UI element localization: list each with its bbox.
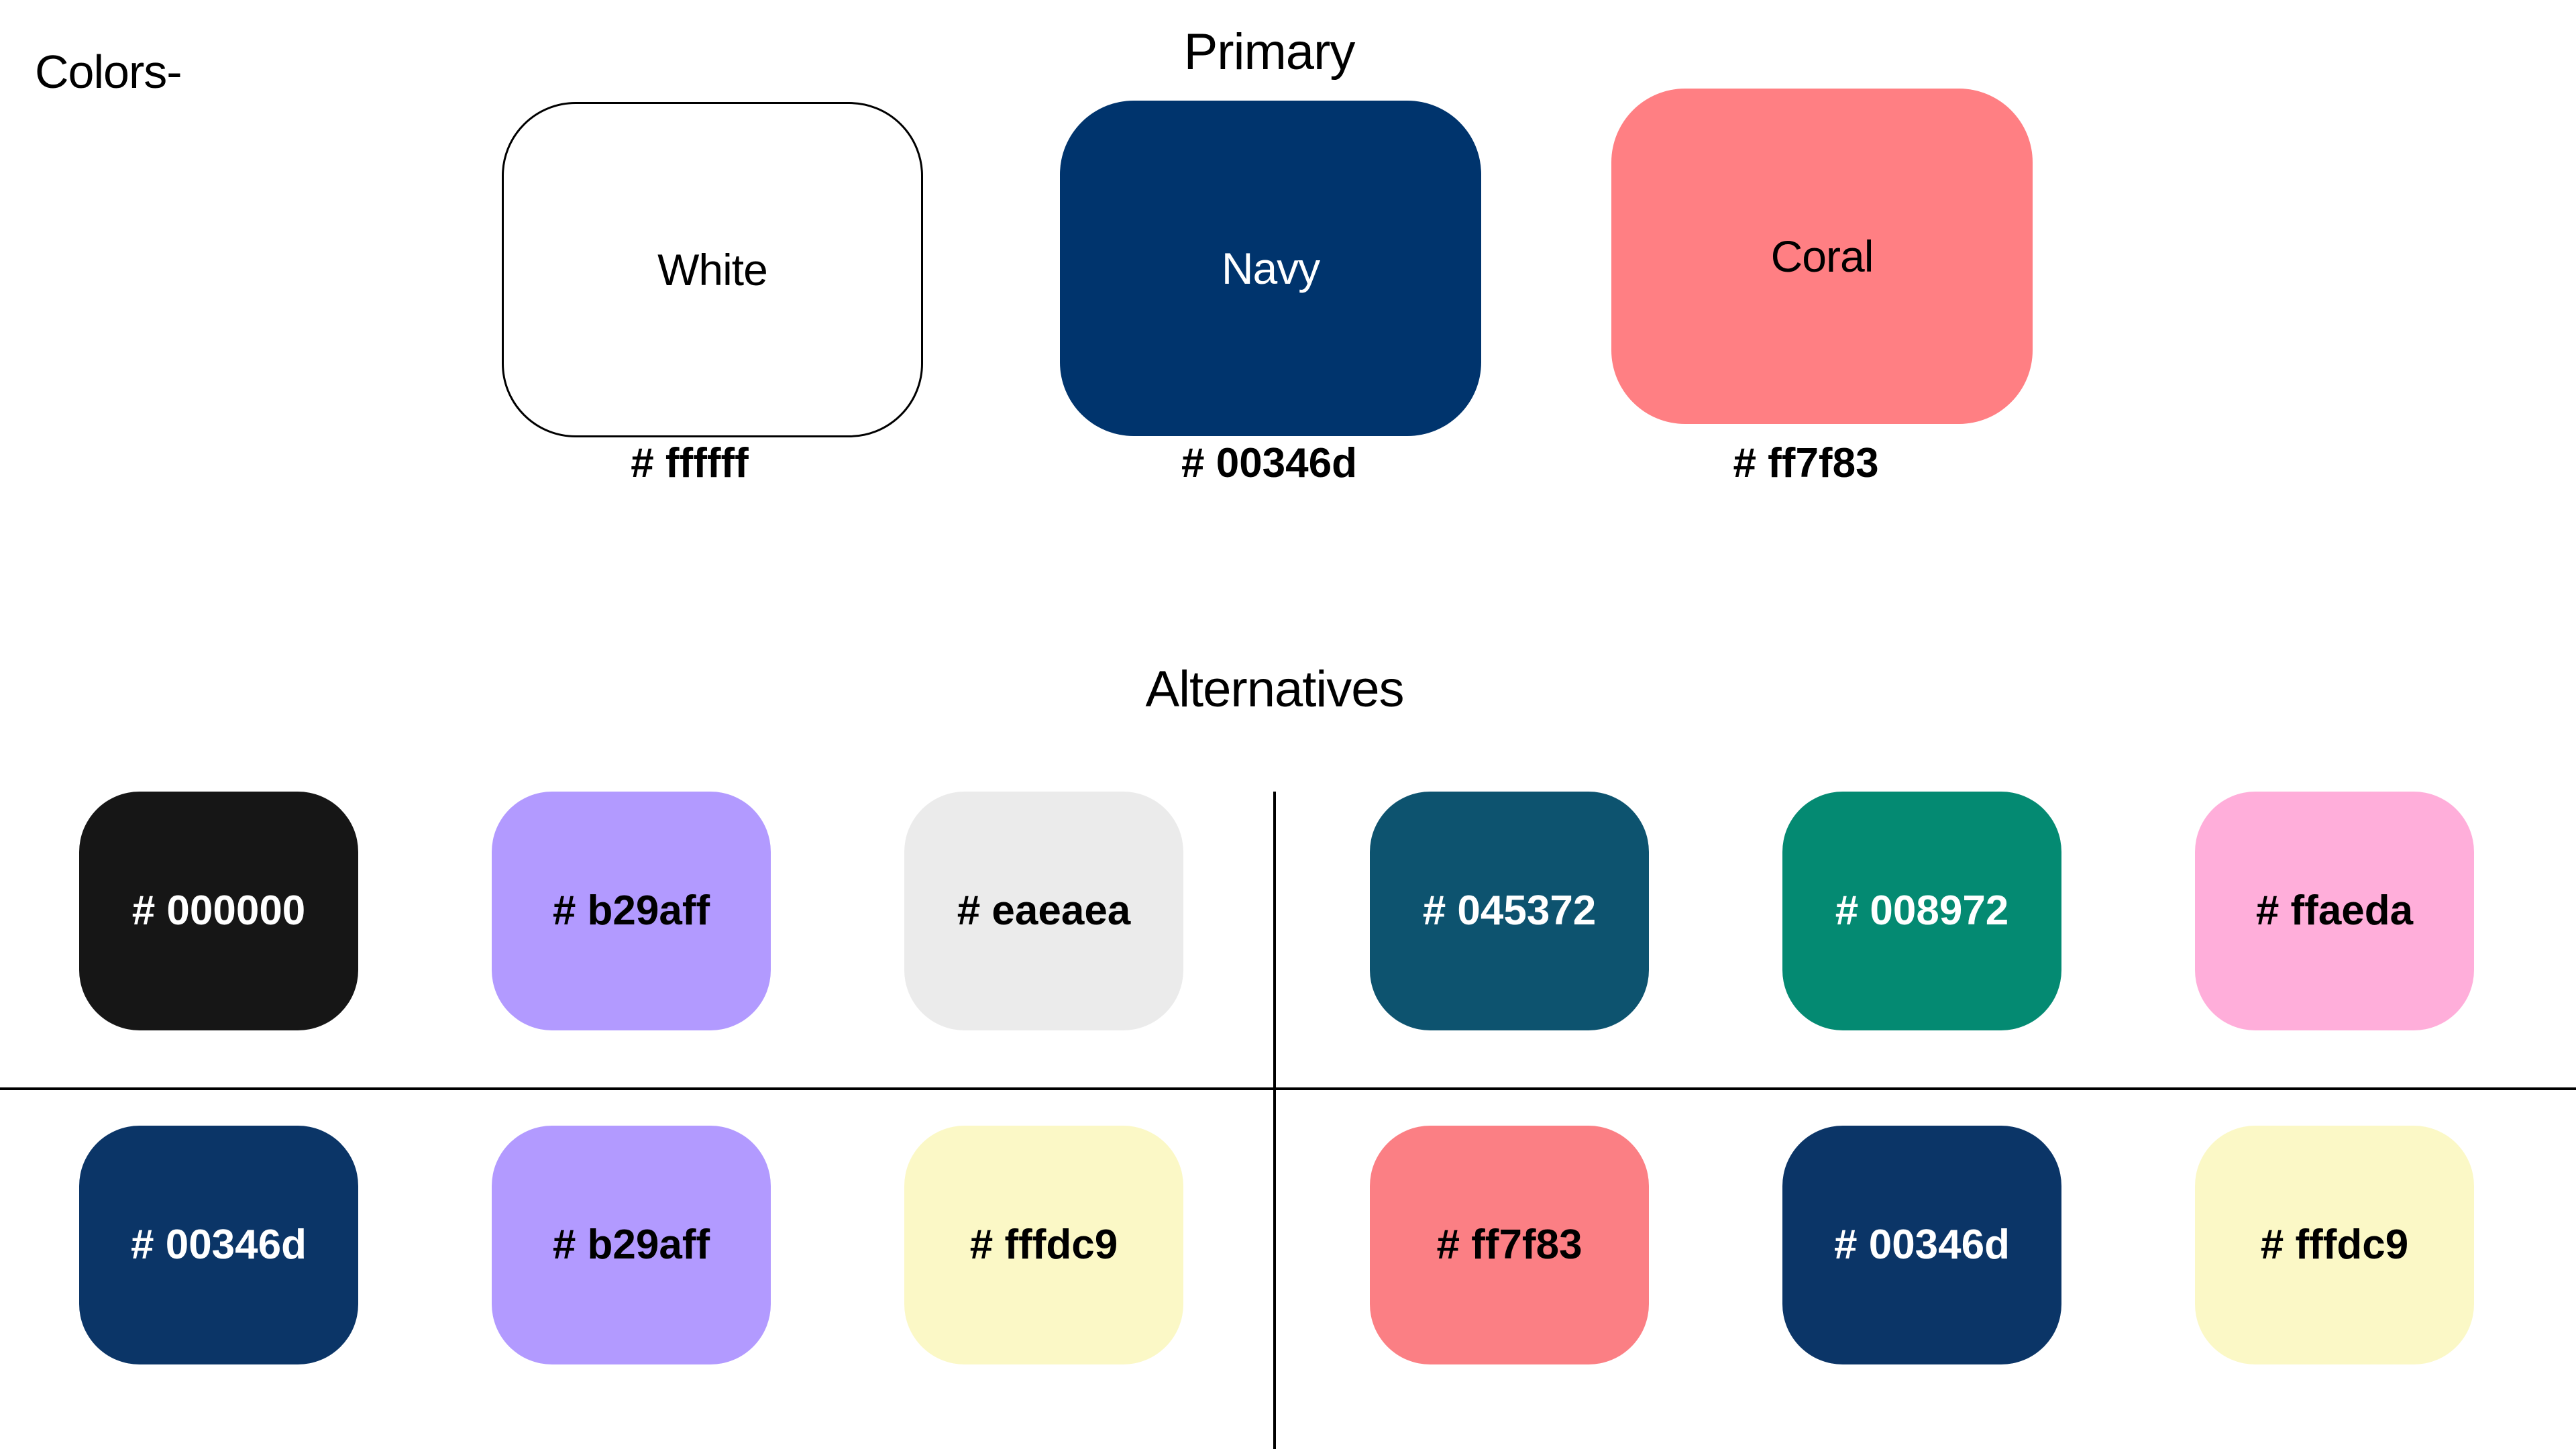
primary-swatch-coral-label: Coral xyxy=(1770,231,1874,281)
alt-swatch-bottom-right-2[interactable]: # 00346d xyxy=(1782,1126,2061,1364)
alt-swatch-top-left-3-hex: # eaeaea xyxy=(957,888,1131,934)
alternatives-section-heading: Alternatives xyxy=(1145,661,1404,718)
alt-swatch-top-right-2[interactable]: # 008972 xyxy=(1782,792,2061,1030)
vertical-divider xyxy=(1273,792,1276,1449)
alt-swatch-bottom-right-3[interactable]: # fffdc9 xyxy=(2195,1126,2474,1364)
alt-swatch-top-right-2-hex: # 008972 xyxy=(1835,888,2009,934)
alt-swatch-top-right-3-hex: # ffaeda xyxy=(2255,888,2414,934)
alt-swatch-bottom-right-1-hex: # ff7f83 xyxy=(1436,1222,1582,1268)
alt-swatch-bottom-left-3[interactable]: # fffdc9 xyxy=(904,1126,1183,1364)
primary-swatch-row: White # ffffff Navy # 00346d Coral # ff7… xyxy=(0,0,2576,577)
primary-swatch-white[interactable]: White xyxy=(502,102,923,437)
alt-swatch-bottom-left-2[interactable]: # b29aff xyxy=(492,1126,771,1364)
alt-swatch-bottom-left-3-hex: # fffdc9 xyxy=(969,1222,1118,1268)
primary-swatch-white-label: White xyxy=(657,245,768,294)
primary-swatch-coral-hex: # ff7f83 xyxy=(1733,440,1879,486)
primary-swatch-navy[interactable]: Navy xyxy=(1060,101,1481,436)
alt-swatch-top-left-3[interactable]: # eaeaea xyxy=(904,792,1183,1030)
alt-swatch-top-left-2[interactable]: # b29aff xyxy=(492,792,771,1030)
alt-swatch-top-left-1-hex: # 000000 xyxy=(131,888,306,934)
primary-section-heading: Primary xyxy=(1183,23,1356,80)
alt-swatch-bottom-right-1[interactable]: # ff7f83 xyxy=(1370,1126,1649,1364)
alt-swatch-bottom-left-2-hex: # b29aff xyxy=(552,1222,710,1268)
alt-swatch-top-left-2-hex: # b29aff xyxy=(552,888,710,934)
alt-swatch-bottom-right-3-hex: # fffdc9 xyxy=(2260,1222,2409,1268)
primary-swatch-white-hex: # ffffff xyxy=(631,440,749,486)
primary-swatch-navy-label: Navy xyxy=(1221,244,1320,293)
alt-swatch-top-left-1[interactable]: # 000000 xyxy=(79,792,358,1030)
alt-swatch-bottom-right-2-hex: # 00346d xyxy=(1834,1222,2010,1268)
alt-swatch-top-right-3[interactable]: # ffaeda xyxy=(2195,792,2474,1030)
horizontal-divider xyxy=(0,1087,2576,1090)
page-title: Colors- xyxy=(35,46,182,98)
alt-swatch-top-right-1[interactable]: # 045372 xyxy=(1370,792,1649,1030)
alt-swatch-bottom-left-1[interactable]: # 00346d xyxy=(79,1126,358,1364)
primary-swatch-navy-hex: # 00346d xyxy=(1181,440,1357,486)
primary-swatch-coral[interactable]: Coral xyxy=(1611,89,2033,424)
alt-swatch-top-right-1-hex: # 045372 xyxy=(1422,888,1597,934)
alt-swatch-bottom-left-1-hex: # 00346d xyxy=(131,1222,307,1268)
